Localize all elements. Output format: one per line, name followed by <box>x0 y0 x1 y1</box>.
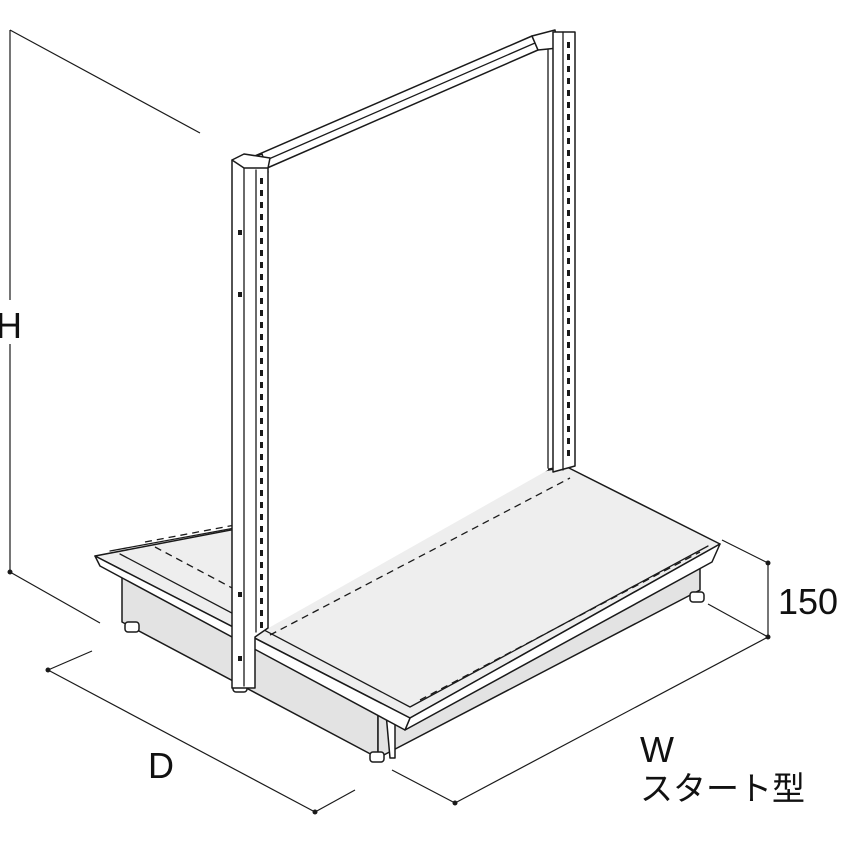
upright-slot <box>567 438 570 444</box>
upright-slot <box>567 378 570 384</box>
upright-slot <box>260 346 263 352</box>
upright-slot <box>567 198 570 204</box>
base-height-dimension <box>721 539 771 637</box>
width-label: W <box>640 729 674 770</box>
upright-slot <box>567 222 570 228</box>
front-upright <box>231 153 271 689</box>
upright-slot <box>260 562 263 568</box>
upright-slot <box>567 450 570 456</box>
upright-slot <box>260 238 263 244</box>
width-dimension <box>391 603 771 806</box>
foot <box>124 621 140 633</box>
upright-slot <box>260 250 263 256</box>
upright-slot <box>567 66 570 72</box>
upright-slot <box>567 54 570 60</box>
upright-slot <box>567 174 570 180</box>
foot <box>369 751 385 763</box>
upright-slot <box>260 586 263 592</box>
upright-slot <box>567 402 570 408</box>
depth-dimension <box>45 650 356 815</box>
upright-slot <box>567 366 570 372</box>
upright-slot <box>260 382 263 388</box>
upright-slot <box>260 526 263 532</box>
upright-slot <box>260 226 263 232</box>
upright-slot <box>567 426 570 432</box>
depth-label: D <box>148 745 174 786</box>
foot <box>689 591 705 603</box>
upright-slot <box>260 310 263 316</box>
upright-slot <box>567 186 570 192</box>
upright-slot <box>260 622 263 628</box>
back-panel <box>265 42 549 630</box>
upright-slot <box>260 286 263 292</box>
upright-slot <box>260 202 263 208</box>
caption-start-type: スタート型 <box>640 769 805 808</box>
upright-slot <box>260 514 263 520</box>
upright-slot <box>567 258 570 264</box>
height-dimension <box>0 29 201 624</box>
upright-slot <box>567 342 570 348</box>
upright-slot <box>260 370 263 376</box>
upright-slot <box>567 138 570 144</box>
upright-slot <box>260 406 263 412</box>
upright-slot <box>260 298 263 304</box>
upright-slot <box>567 78 570 84</box>
upright-slot <box>260 574 263 580</box>
upright-slot <box>260 610 263 616</box>
upright-slot <box>567 246 570 252</box>
upright-slot <box>260 190 263 196</box>
upright-slot <box>260 214 263 220</box>
height-label: H <box>0 305 22 346</box>
upright-slot <box>567 294 570 300</box>
upright-slot <box>260 274 263 280</box>
upright-slot <box>260 394 263 400</box>
upright-slot <box>260 178 263 184</box>
upright-slot <box>567 270 570 276</box>
upright-slot <box>260 358 263 364</box>
upright-slot <box>567 354 570 360</box>
upright-slot <box>567 390 570 396</box>
upright-slot <box>260 442 263 448</box>
upright-slot <box>567 150 570 156</box>
upright-slot <box>260 262 263 268</box>
upright-slot <box>567 162 570 168</box>
upright-slot <box>260 598 263 604</box>
upright-slot <box>567 126 570 132</box>
upright-slot <box>260 550 263 556</box>
upright-slot <box>260 538 263 544</box>
upright-slot <box>567 90 570 96</box>
upright-slot <box>260 490 263 496</box>
rear-upright <box>552 31 576 473</box>
upright-slot <box>567 330 570 336</box>
upright-slot <box>567 306 570 312</box>
upright-slot <box>260 454 263 460</box>
upright-slot <box>567 318 570 324</box>
upright-slot <box>260 466 263 472</box>
base-height-label: 150 <box>778 581 838 622</box>
upright-slot <box>567 210 570 216</box>
upright-slot <box>260 418 263 424</box>
upright-slot <box>260 322 263 328</box>
upright-slot <box>260 430 263 436</box>
upright-slot <box>567 102 570 108</box>
upright-slot <box>567 282 570 288</box>
upright-slot <box>260 478 263 484</box>
upright-slot <box>567 414 570 420</box>
upright-slot <box>567 234 570 240</box>
upright-slot <box>567 42 570 48</box>
upright-slot <box>567 114 570 120</box>
upright-slot <box>260 502 263 508</box>
upright-slot <box>260 334 263 340</box>
